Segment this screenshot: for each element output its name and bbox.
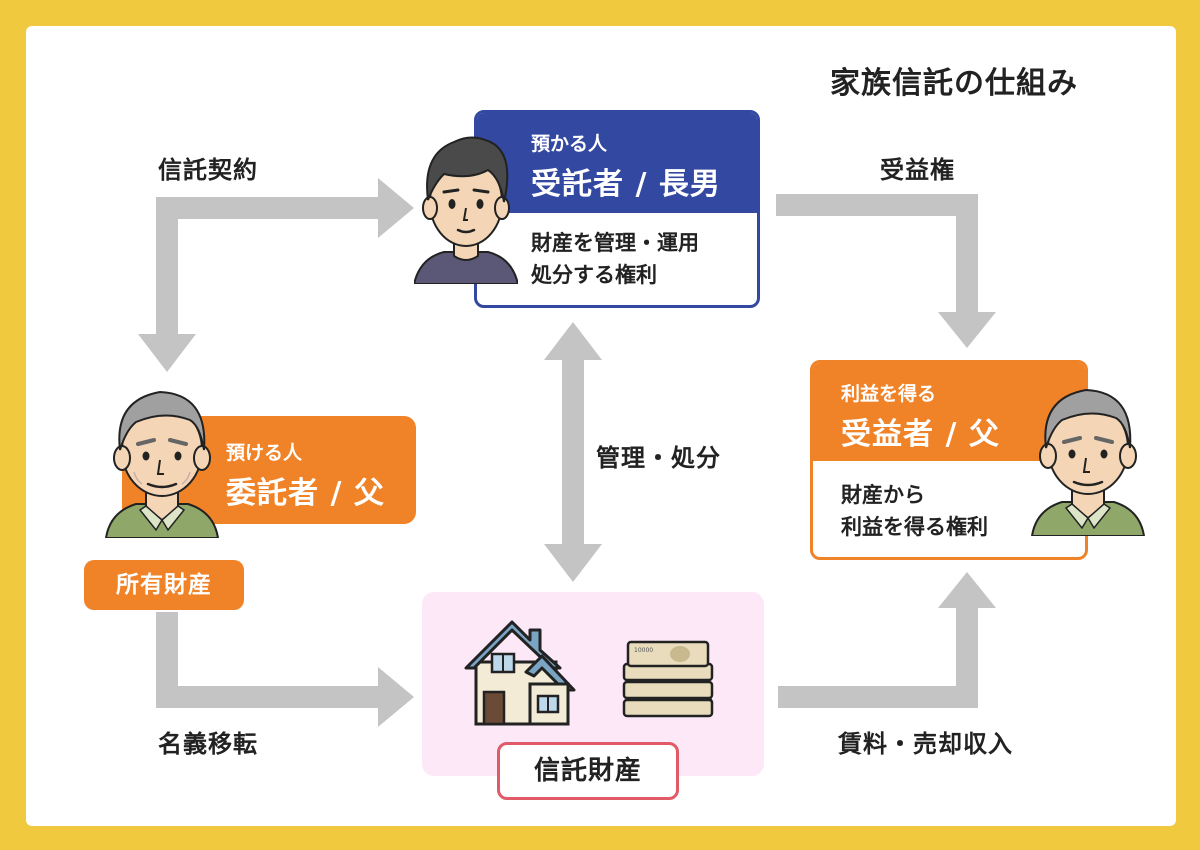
arrow-contract-vertical — [156, 197, 178, 337]
owned-property-badge: 所有財産 — [84, 560, 244, 610]
arrow-contract-horizontal — [156, 197, 382, 219]
arrow-income-horizontal — [778, 686, 978, 708]
settlor-role-small: 預ける人 — [226, 442, 303, 464]
arrow-transfer-horizontal — [156, 686, 382, 708]
trustee-role-small: 預かる人 — [531, 133, 608, 155]
arrow-contract-head-down — [138, 334, 196, 372]
banknotes-icon: 10000 — [622, 640, 714, 718]
arrow-manage-shaft — [562, 356, 584, 546]
label-beneficial-right: 受益権 — [880, 156, 955, 184]
label-title-transfer: 名義移転 — [158, 730, 258, 758]
arrow-income-head-up — [938, 572, 996, 608]
arrow-transfer-head-right — [378, 667, 414, 727]
trustee-header: 預かる人 受託者 / 長男 — [477, 113, 757, 213]
arrow-benefit-head-down — [938, 312, 996, 348]
beneficiary-header: 利益を得る 受益者 / 父 — [813, 363, 1085, 461]
label-rental-sale-income: 賃料・売却収入 — [838, 730, 1013, 758]
arrow-manage-head-up — [544, 322, 602, 360]
house-icon — [464, 620, 576, 726]
label-manage-dispose: 管理・処分 — [596, 444, 721, 472]
trustee-role-big: 受託者 / 長男 — [531, 167, 721, 202]
trustee-card: 預かる人 受託者 / 長男 財産を管理・運用 処分する権利 — [474, 110, 760, 308]
beneficiary-right-line1: 財産から — [841, 483, 925, 507]
arrow-income-vertical — [956, 606, 978, 708]
settlor-father-avatar — [104, 390, 220, 538]
trustee-right-line2: 処分する権利 — [531, 263, 657, 287]
diagram-title: 家族信託の仕組み — [830, 66, 1078, 101]
arrow-benefit-horizontal — [776, 194, 978, 216]
beneficiary-role-small: 利益を得る — [841, 383, 937, 405]
trustee-right-line1: 財産を管理・運用 — [531, 231, 699, 255]
trust-property-label: 信託財産 — [497, 742, 679, 800]
beneficiary-father-avatar — [1030, 388, 1146, 536]
son-avatar — [414, 136, 518, 284]
arrow-transfer-vertical — [156, 612, 178, 708]
beneficiary-role-big: 受益者 / 父 — [841, 417, 1000, 452]
settlor-role-big: 委託者 / 父 — [226, 476, 385, 511]
svg-text:10000: 10000 — [634, 647, 653, 654]
arrow-manage-head-down — [544, 544, 602, 582]
arrow-contract-head-right — [378, 178, 414, 238]
beneficiary-right-line2: 利益を得る権利 — [841, 515, 988, 539]
arrow-benefit-vertical — [956, 194, 978, 316]
label-trust-contract: 信託契約 — [158, 156, 258, 184]
